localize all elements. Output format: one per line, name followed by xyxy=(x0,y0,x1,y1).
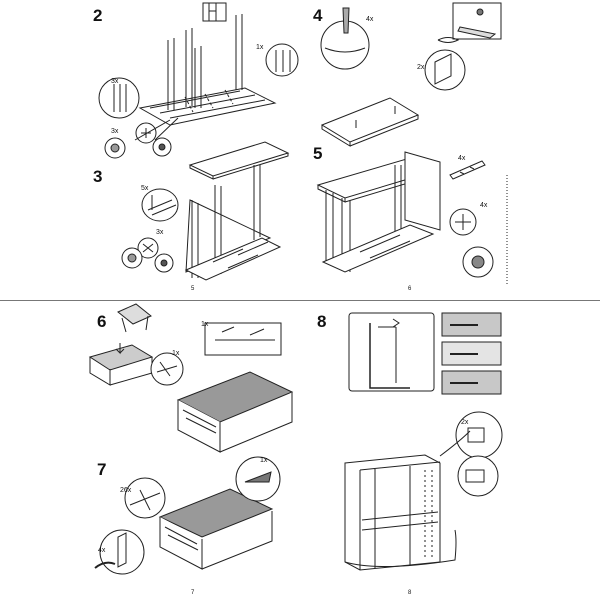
page-number-5: 5 xyxy=(191,286,195,292)
spread-divider xyxy=(0,300,600,301)
step-6-number: 6 xyxy=(97,312,107,331)
step-2-qty-2: 3x xyxy=(111,78,119,85)
step-8-qty-1: 2x xyxy=(461,419,469,426)
step-6-qty-1: 1x xyxy=(201,321,209,328)
step-2-number: 2 xyxy=(93,6,103,25)
page-number-6: 6 xyxy=(408,286,412,292)
step-6-qty-2: 1x xyxy=(172,350,180,357)
step-2-qty-1: 1x xyxy=(256,44,264,51)
step-6-illustration: 1x 1x xyxy=(88,303,294,453)
step-7-qty-3: 4x xyxy=(98,547,106,554)
step-4-qty-1: 4x xyxy=(366,16,374,23)
step-4-illustration: 4x 2x xyxy=(320,2,502,147)
step-8-illustration: 2x xyxy=(344,312,503,571)
step-3-number: 3 xyxy=(93,167,103,186)
step-7-illustration: 1x 26x 4x xyxy=(94,456,281,575)
step-8-number: 8 xyxy=(317,312,327,331)
step-2-illustration: 1x 3x 3x xyxy=(98,2,299,159)
step-5-qty-1: 4x xyxy=(458,155,466,162)
step-4-qty-2: 2x xyxy=(417,64,425,71)
step-3-qty-1: 5x xyxy=(141,185,149,192)
step-5-number: 5 xyxy=(313,144,323,163)
step-7-qty-2: 26x xyxy=(120,487,132,494)
step-3-qty-2: 3x xyxy=(156,229,164,236)
page-number-7: 7 xyxy=(191,590,195,596)
step-4-number: 4 xyxy=(313,6,323,25)
page-number-8: 8 xyxy=(408,590,412,596)
step-2-qty-3: 3x xyxy=(111,128,119,135)
step-7-qty-1: 1x xyxy=(260,457,268,464)
step-7-number: 7 xyxy=(97,460,107,479)
step-3-illustration: 5x 3x xyxy=(121,141,290,281)
step-5-qty-2: 4x xyxy=(480,202,488,209)
step-5-illustration: 4x 4x xyxy=(316,151,508,285)
